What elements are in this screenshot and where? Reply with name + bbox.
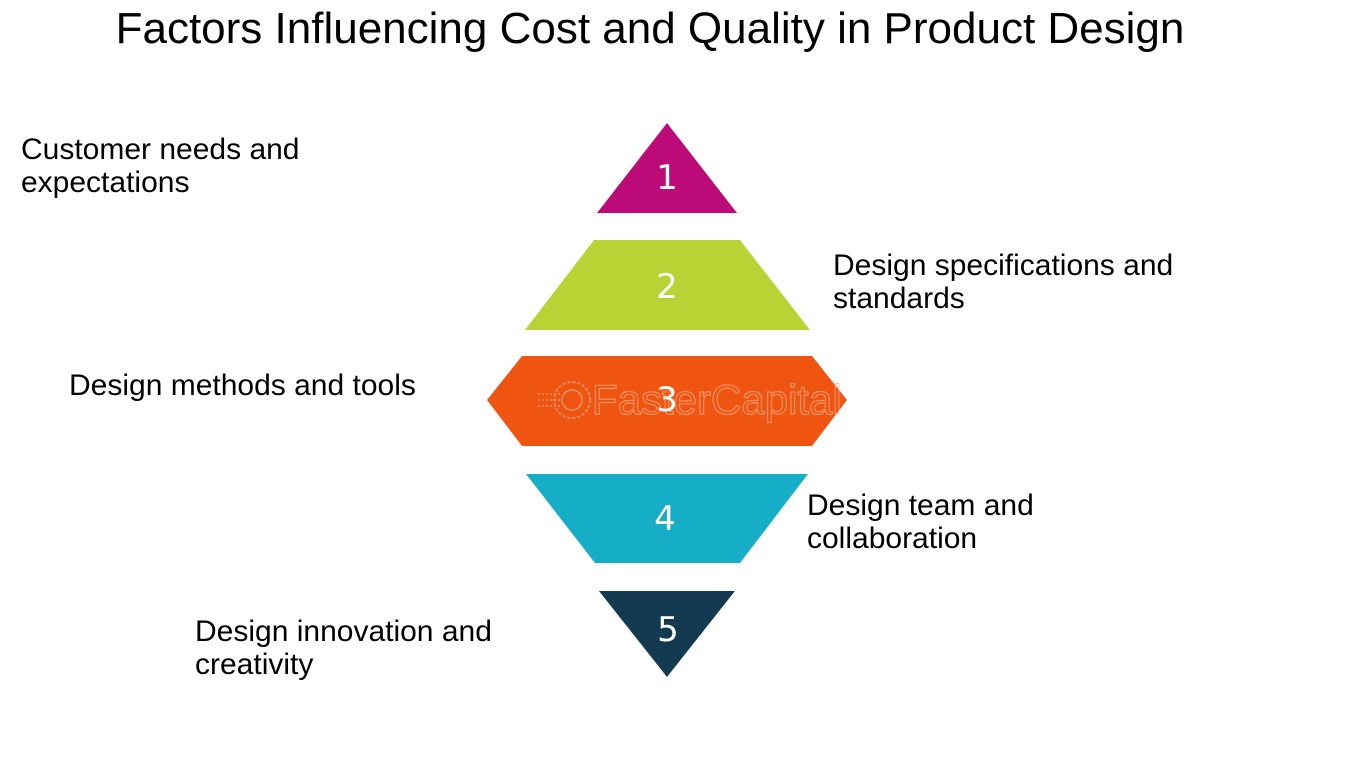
level-5-shape bbox=[599, 591, 735, 677]
level-3-label-line1: Design methods and tools bbox=[69, 369, 416, 402]
level-5-label-line1: Design innovation and bbox=[195, 615, 492, 648]
level-5-number: 5 bbox=[657, 610, 679, 650]
watermark-text: FasterCapital bbox=[592, 376, 842, 423]
level-4-label: Design team and collaboration bbox=[807, 489, 1034, 555]
level-1-label: Customer needs and expectations bbox=[21, 133, 300, 199]
level-1-shape bbox=[597, 123, 737, 213]
level-2-shape bbox=[525, 240, 810, 330]
level-2-number: 2 bbox=[656, 267, 678, 307]
diagram-title: Factors Influencing Cost and Quality in … bbox=[115, 4, 1185, 53]
level-4-label-line2: collaboration bbox=[807, 522, 978, 555]
level-3-label: Design methods and tools bbox=[69, 369, 416, 402]
watermark-logo: FasterCapital bbox=[538, 375, 842, 424]
level-4-number: 4 bbox=[654, 499, 676, 539]
level-3-shape bbox=[487, 356, 847, 446]
level-2-label-line2: standards bbox=[833, 282, 965, 315]
level-1-label-line1: Customer needs and bbox=[21, 133, 300, 166]
level-1-number: 1 bbox=[656, 158, 678, 198]
level-5-label: Design innovation and creativity bbox=[195, 615, 492, 681]
level-1-label-line2: expectations bbox=[21, 166, 190, 199]
level-2-label-line1: Design specifications and bbox=[833, 249, 1174, 282]
level-5-label-line2: creativity bbox=[195, 648, 314, 681]
level-4-shape bbox=[526, 474, 808, 563]
level-2-label: Design specifications and standards bbox=[833, 249, 1173, 315]
level-3-number: 3 bbox=[656, 380, 678, 420]
level-4-label-line1: Design team and bbox=[807, 489, 1034, 522]
